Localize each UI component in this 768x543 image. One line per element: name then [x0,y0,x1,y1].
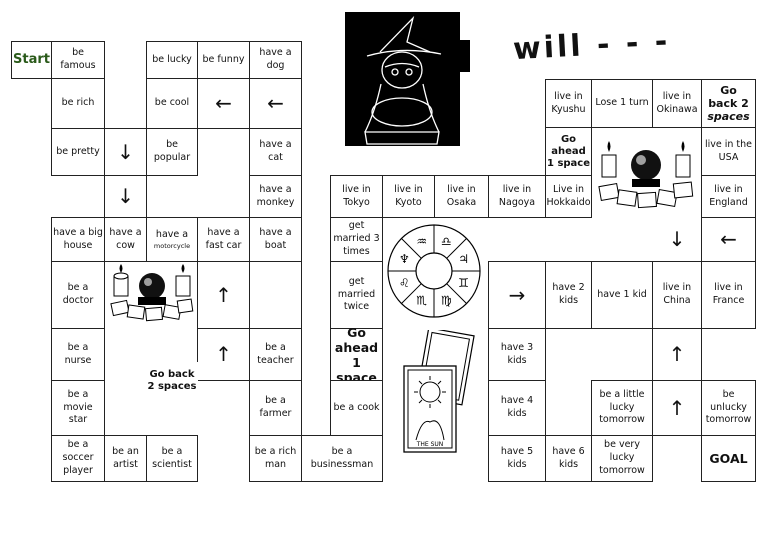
crystal-ball-picture [596,135,696,215]
space-have-motorcycle: have a motorcycle [146,217,198,262]
zodiac-sign-icon: ♊ [458,276,469,290]
space-lose-turn: Lose 1 turn [591,79,653,128]
zodiac-sign-icon: ♒ [416,234,427,248]
tarot-cards-picture: THE SUN [398,327,476,458]
tarot-card-icon: THE SUN [403,327,475,453]
zodiac-sign-icon: ♍ [441,294,452,308]
arrow-up: ↑ [197,328,250,381]
arrow-left: ← [249,78,302,129]
space-be-artist: be an artist [104,435,147,482]
zodiac-wheel-picture: ♒ ♎ ♃ ♊ ♍ ♏ ♌ ♆ [385,222,483,320]
arrow-down: ↓ [653,218,701,260]
space-be-businessman: be a businessman [301,435,383,482]
motorcycle-line-1: have a [155,228,189,240]
space-go-ahead-1-right: Go ahead 1 space [545,127,592,176]
space-have-cow: have a cow [104,217,147,262]
space-blank [249,261,302,329]
space-live-usa: live in the USA [701,127,756,176]
space-have-fast-car: have a fast car [197,217,250,262]
space-be-scientist: be a scientist [146,435,198,482]
zodiac-sign-icon: ♎ [441,234,452,248]
space-live-osaka: live in Osaka [434,175,489,218]
space-be-cool: be cool [146,78,198,129]
space-go-back-2: Go back 2 spaces [146,362,198,400]
space-have-boat: have a boat [249,217,302,262]
arrow-right: → [488,261,546,329]
space-live-tokyo: live in Tokyo [330,175,383,218]
space-be-cook: be a cook [330,380,383,436]
space-be-soccer-player: be a soccer player [51,435,105,482]
space-be-rich-man: be a rich man [249,435,302,482]
space-be-unlucky: be unlucky tomorrow [701,380,756,436]
flag-icon [460,40,470,72]
go-back-line-1: Go [720,83,737,97]
space-live-france: live in France [701,261,756,329]
space-be-lucky: be lucky [146,41,198,79]
space-have-3-kids: have 3 kids [488,328,546,381]
go-back-line-2: back 2 [708,96,749,110]
arrow-up: ↑ [652,328,702,381]
space-get-married-3: get married 3 times [330,217,383,262]
arrow-down: ↓ [104,175,147,218]
tarot-label: THE SUN [416,441,444,448]
space-be-very-lucky: be very lucky tomorrow [591,435,653,482]
space-be-farmer: be a farmer [249,380,302,436]
space-be-movie-star: be a movie star [51,380,105,436]
zodiac-sign-icon: ♏ [416,294,427,308]
space-have-monkey: have a monkey [249,175,302,218]
arrow-left: ← [197,78,250,129]
go-back-line-3: spaces [707,110,750,124]
space-have-2-kids: have 2 kids [545,261,592,329]
zodiac-wheel-icon: ♒ ♎ ♃ ♊ ♍ ♏ ♌ ♆ [387,224,481,318]
space-be-nurse: be a nurse [51,328,105,381]
arrow-up: ↑ [652,380,702,436]
space-live-england: live in England [701,175,756,218]
will-title: will - - - [512,23,672,68]
space-be-teacher: be a teacher [249,328,302,381]
space-be-famous: be famous [51,41,105,79]
space-live-kyushu: live in Kyushu [545,79,592,128]
arrow-left: ← [701,217,756,262]
space-have-5-kids: have 5 kids [488,435,546,482]
space-be-doctor: be a doctor [51,261,105,329]
space-be-popular: be popular [146,128,198,176]
space-be-pretty: be pretty [51,128,105,176]
space-live-nagoya: live in Nagoya [488,175,546,218]
space-be-little-lucky: be a little lucky tomorrow [591,380,653,436]
space-live-china: live in China [652,261,702,329]
crystal-ball-icon [110,264,194,322]
start-cell: Start [11,41,52,79]
space-have-1-kid: have 1 kid [591,261,653,329]
zodiac-sign-icon: ♌ [399,276,410,290]
fortune-teller-picture [345,12,460,146]
arrow-down: ↓ [104,128,147,176]
space-go-ahead-1: Go ahead 1 space [330,325,383,385]
crystal-ball-picture [108,262,196,328]
space-have-4-kids: have 4 kids [488,380,546,436]
space-have-big-house: have a big house [51,217,105,262]
motorcycle-line-2: motorcycle [153,241,191,250]
arrow-up: ↑ [197,261,250,329]
space-have-6-kids: have 6 kids [545,435,592,482]
space-be-funny: be funny [197,41,250,79]
space-get-married-2: get married twice [330,261,383,329]
space-live-hokkaido: Live in Hokkaido [545,175,592,218]
space-be-rich: be rich [51,78,105,129]
zodiac-sign-icon: ♃ [458,252,469,266]
witch-icon [364,15,442,145]
space-go-back-2-right: Go back 2 spaces [701,79,756,128]
goal-cell: GOAL [701,435,756,482]
space-live-okinawa: live in Okinawa [652,79,702,128]
space-have-dog: have a dog [249,41,302,79]
zodiac-sign-icon: ♆ [399,252,410,266]
space-live-kyoto: live in Kyoto [382,175,435,218]
crystal-ball-icon [598,141,694,209]
space-have-cat: have a cat [249,128,302,176]
